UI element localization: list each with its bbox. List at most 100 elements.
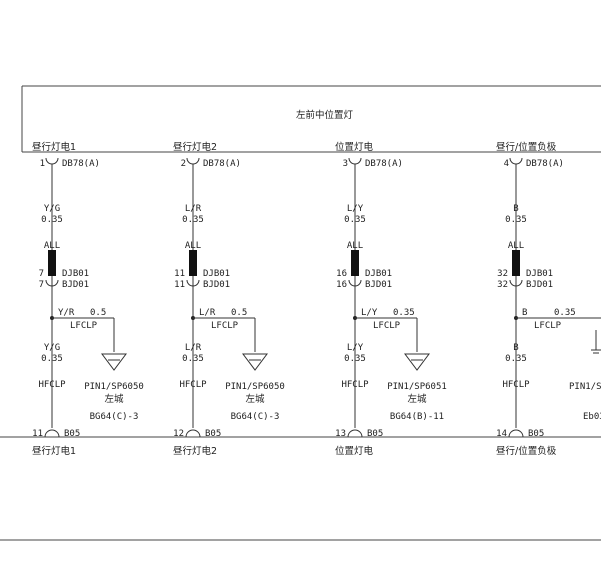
splice-location: 左城 [104,393,124,405]
top-circuit-label: 昼行灯电2 [173,141,217,153]
branch-connector-name: LFCLP [70,321,98,331]
splice-name-top: DJB01 [526,269,553,279]
splice-pin-bottom: 16 [336,280,347,290]
splice-triangle-icon [101,353,127,371]
variant-label: ALL [508,241,524,251]
splice-pin-id: PIN1/S [569,382,601,392]
bottom-pin-number: 12 [173,429,184,439]
splice-pin-bottom: 7 [39,280,44,290]
wire-color: L/Y [347,204,364,214]
branch-color: L/R [199,308,216,318]
top-pin-number: 3 [343,159,348,169]
splice-name-bottom: BJD01 [526,280,553,290]
splice-connector-id: BG64(B)-11 [390,412,444,422]
variant-label: ALL [347,241,363,251]
branch-color: L/Y [361,308,378,318]
top-connector-symbol [45,157,59,165]
bottom-connector-symbol [185,429,201,438]
wire-size: 0.35 [182,215,204,225]
variant-label: ALL [185,241,201,251]
lower-wire-color: B [513,343,518,353]
splice-block [512,250,520,276]
wire-size: 0.35 [505,215,527,225]
splice-connector-symbol [186,279,200,287]
splice-pin-id: PIN1/SP6050 [84,382,144,392]
splice-name-top: DJB01 [365,269,392,279]
lower-connector-name: HFCLP [38,380,66,390]
bottom-pin-number: 11 [32,429,43,439]
top-connector-name: DB78(A) [365,159,403,169]
lower-wire-size: 0.35 [41,354,63,364]
splice-name-top: DJB01 [62,269,89,279]
top-connector-name: DB78(A) [62,159,100,169]
lower-connector-name: HFCLP [179,380,207,390]
bottom-connector-symbol [347,429,363,438]
top-circuit-label: 位置灯电 [335,141,374,153]
wire-size: 0.35 [344,215,366,225]
bottom-connector-name: B05 [528,429,544,439]
splice-pin-id: PIN1/SP6051 [387,382,447,392]
splice-location: 左城 [407,393,427,405]
wire-size: 0.35 [41,215,63,225]
branch-size: 0.35 [554,308,576,318]
bottom-circuit-label: 昼行灯电1 [32,445,76,457]
bottom-circuit-label: 昼行/位置负极 [496,445,557,457]
splice-connector-id: BG64(C)-3 [231,412,280,422]
lower-wire-size: 0.35 [182,354,204,364]
splice-block [48,250,56,276]
lower-wire-size: 0.35 [505,354,527,364]
bottom-connector-symbol [508,429,524,438]
splice-block [351,250,359,276]
branch-connector-name: LFCLP [534,321,562,331]
bottom-connector-name: B05 [64,429,80,439]
splice-pin-top: 7 [39,269,44,279]
splice-pin-top: 16 [336,269,347,279]
wire-color: L/R [185,204,202,214]
bottom-pin-number: 13 [335,429,346,439]
splice-pin-top: 32 [497,269,508,279]
branch-connector-name: LFCLP [211,321,239,331]
top-pin-number: 2 [181,159,186,169]
lower-connector-name: HFCLP [341,380,369,390]
splice-triangle-icon [404,353,430,371]
lower-wire-color: L/R [185,343,202,353]
top-circuit-label: 昼行灯电1 [32,141,76,153]
bottom-circuit-label: 昼行灯电2 [173,445,217,457]
top-connector-symbol [348,157,362,165]
bottom-connector-name: B05 [367,429,383,439]
branch-size: 0.5 [90,308,106,318]
bottom-connector-symbol [44,429,60,438]
top-pin-number: 1 [40,159,45,169]
top-pin-number: 4 [504,159,509,169]
splice-name-top: DJB01 [203,269,230,279]
top-connector-symbol [186,157,200,165]
splice-name-bottom: BJD01 [365,280,392,290]
splice-triangle-icon [242,353,268,371]
variant-label: ALL [44,241,60,251]
splice-location: 左城 [245,393,265,405]
splice-pin-top: 11 [174,269,185,279]
bottom-circuit-label: 位置灯电 [335,445,374,457]
branch-size: 0.5 [231,308,247,318]
splice-block [189,250,197,276]
splice-pin-id: PIN1/SP6050 [225,382,285,392]
lower-wire-color: Y/G [44,343,60,353]
component-title: 左前中位置灯 [296,109,354,121]
top-circuit-label: 昼行/位置负极 [496,141,557,153]
branch-size: 0.35 [393,308,415,318]
splice-connector-symbol [45,279,59,287]
top-connector-name: DB78(A) [526,159,564,169]
splice-name-bottom: BJD01 [203,280,230,290]
lower-wire-size: 0.35 [344,354,366,364]
bottom-connector-name: B05 [205,429,221,439]
splice-name-bottom: BJD01 [62,280,89,290]
lower-wire-color: L/Y [347,343,364,353]
branch-color: Y/R [58,308,75,318]
splice-connector-id: Eb03 [583,412,601,422]
splice-connector-id: BG64(C)-3 [90,412,139,422]
splice-connector-symbol [348,279,362,287]
splice-pin-bottom: 11 [174,280,185,290]
branch-connector-name: LFCLP [373,321,401,331]
wire-color: B [513,204,518,214]
